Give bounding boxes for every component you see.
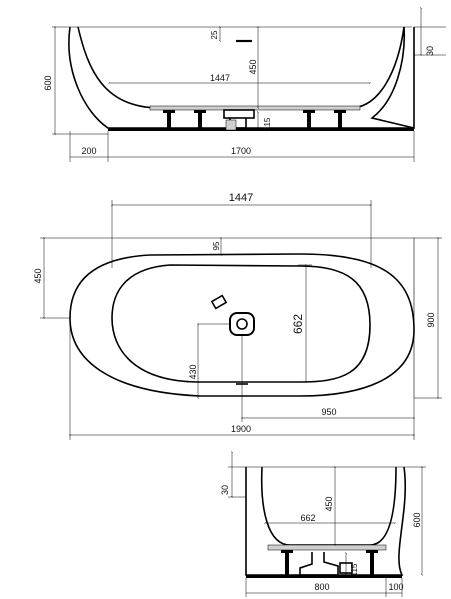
- side-view-outer-shell: [68, 26, 415, 129]
- side-view-feet: [163, 110, 346, 128]
- side-dim-length: 1700: [231, 146, 251, 156]
- side-view-drain-trap: [223, 109, 255, 131]
- end-dim-top-offset: 30: [220, 485, 230, 495]
- top-view-outer-oval: [69, 253, 415, 397]
- top-dim-length: 1900: [231, 424, 251, 434]
- end-dim-plinth: 100: [388, 582, 403, 592]
- side-dim-top-offset: 30: [425, 46, 435, 56]
- side-dim-inner-length: 1447: [210, 73, 230, 83]
- top-dim-inner-width: 662: [291, 314, 305, 334]
- side-view-right-wall: [370, 26, 415, 129]
- end-view-waste-pan: [267, 544, 387, 551]
- top-dim-rim: 95: [212, 241, 221, 250]
- top-view-overflow-icon: [210, 294, 228, 310]
- side-view-waste-pan: [149, 105, 361, 111]
- top-dim-half-width: 450: [33, 268, 43, 283]
- side-dim-rim: 25: [210, 30, 219, 39]
- end-view: 30 450 662 600 115 800 100: [220, 451, 426, 597]
- side-view: 600 30 1447 450 25 115 200 1700: [43, 7, 446, 162]
- top-dim-drain-to-end: 950: [321, 407, 336, 417]
- end-dim-depth: 450: [324, 496, 334, 511]
- side-view-inner-basin: [77, 26, 405, 109]
- side-view-floor: [108, 128, 414, 131]
- end-dim-height: 600: [412, 512, 422, 527]
- top-dim-drain-offset: 430: [188, 364, 198, 379]
- top-view: 1447 95 450 900 662 430 950 1900: [33, 192, 442, 440]
- top-dim-width: 900: [426, 312, 436, 327]
- end-view-drain-trap: [299, 552, 353, 576]
- end-dim-width: 800: [314, 582, 329, 592]
- side-dim-overall-height: 600: [43, 75, 53, 90]
- end-dim-inner-width: 662: [300, 513, 315, 523]
- end-view-outer-shell: [245, 466, 407, 576]
- side-dim-drain-height: 115: [263, 117, 272, 130]
- top-dim-inner-length: 1447: [229, 192, 253, 204]
- end-dim-drain-height: 115: [350, 563, 359, 576]
- end-view-feet: [281, 550, 378, 575]
- top-view-inner-basin: [111, 264, 371, 383]
- side-dim-plinth: 200: [81, 146, 96, 156]
- end-view-floor: [246, 575, 402, 578]
- top-view-drain: [229, 312, 255, 336]
- side-dim-depth: 450: [248, 59, 258, 74]
